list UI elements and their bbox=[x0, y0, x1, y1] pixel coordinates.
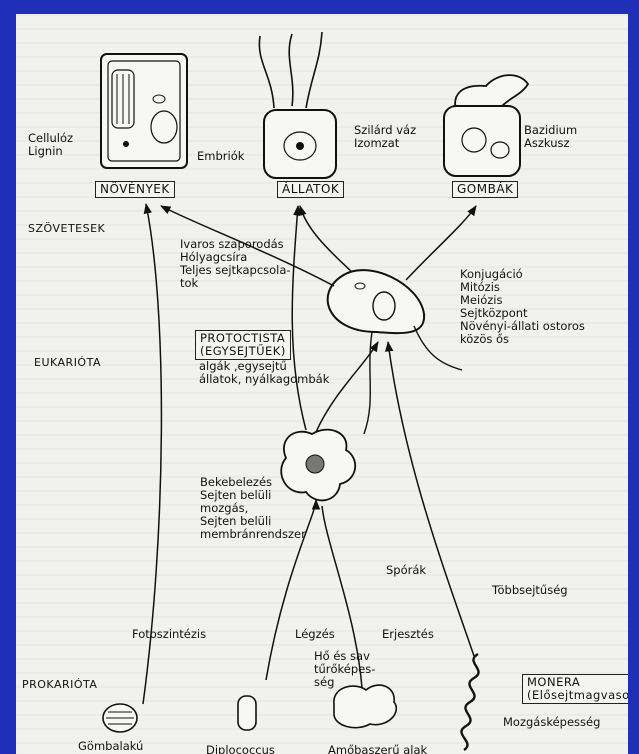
fungal-cell-illustration bbox=[444, 75, 528, 176]
amoeboid-prokaryote-illustration bbox=[334, 685, 396, 728]
fungi-kingdom-label: GOMBÁK bbox=[452, 181, 518, 198]
endosymbiosis-features-label: Bekebelezés Sejten belüli mozgás, Sejten… bbox=[200, 476, 306, 541]
diplococcus-illustration bbox=[238, 696, 256, 730]
spores-label: Spórák bbox=[386, 564, 426, 577]
protoctista-kingdom-label: PROTOCTISTA (EGYSEJTŰEK) bbox=[195, 330, 291, 360]
fungi-features-label: Bazidium Aszkusz bbox=[524, 124, 577, 150]
multicellularity-label: Többsejtűség bbox=[492, 584, 568, 597]
monera-kingdom-label: MONERA (Elősejtmagvasok) bbox=[522, 674, 628, 704]
diplococcus-label: Diplococcus bbox=[206, 744, 275, 754]
motility-label: Mozgásképesség bbox=[503, 716, 600, 729]
coccus-label: Gömbalakú bbox=[78, 740, 143, 753]
sexual-reproduction-label: Ivaros szaporodás Hólyagcsíra Teljes sej… bbox=[180, 238, 291, 290]
plant-cell-illustration bbox=[101, 54, 187, 168]
fermentation-label: Erjesztés bbox=[382, 628, 434, 641]
coccus-illustration bbox=[103, 704, 137, 732]
respiration-label: Légzés bbox=[295, 628, 335, 641]
animal-features-label: Szilárd váz Izomzat bbox=[354, 124, 416, 150]
diagram-page: NÖVÉNYEK ÁLLATOK GOMBÁK PROTOCTISTA (EGY… bbox=[16, 14, 628, 754]
amoeboid-label: Amőbaszerű alak bbox=[328, 744, 427, 754]
prokaryote-level-label: PROKARIÓTA bbox=[22, 678, 97, 691]
conjugation-features-label: Konjugáció Mitózis Meiózis Sejtközpont N… bbox=[460, 268, 585, 346]
eukaryote-level-label: EUKARIÓTA bbox=[34, 356, 101, 369]
animals-kingdom-label: ÁLLATOK bbox=[277, 181, 344, 198]
spirochete-illustration bbox=[461, 654, 478, 750]
protoctista-cell-illustration bbox=[328, 270, 462, 434]
animal-cell-illustration bbox=[259, 32, 336, 178]
plants-kingdom-label: NÖVÉNYEK bbox=[95, 181, 175, 198]
heat-acid-tolerance-label: Hő és sav tűrőképes- ség bbox=[314, 650, 375, 689]
tissue-level-label: SZÖVETESEK bbox=[28, 222, 105, 235]
protoctista-members-label: algák ,egysejtű állatok, nyálkagombák bbox=[199, 360, 329, 386]
embryos-label: Embriók bbox=[197, 150, 244, 163]
photosynthesis-label: Fotoszintézis bbox=[132, 628, 206, 641]
plant-wall-label: Cellulóz Lignin bbox=[28, 132, 73, 158]
